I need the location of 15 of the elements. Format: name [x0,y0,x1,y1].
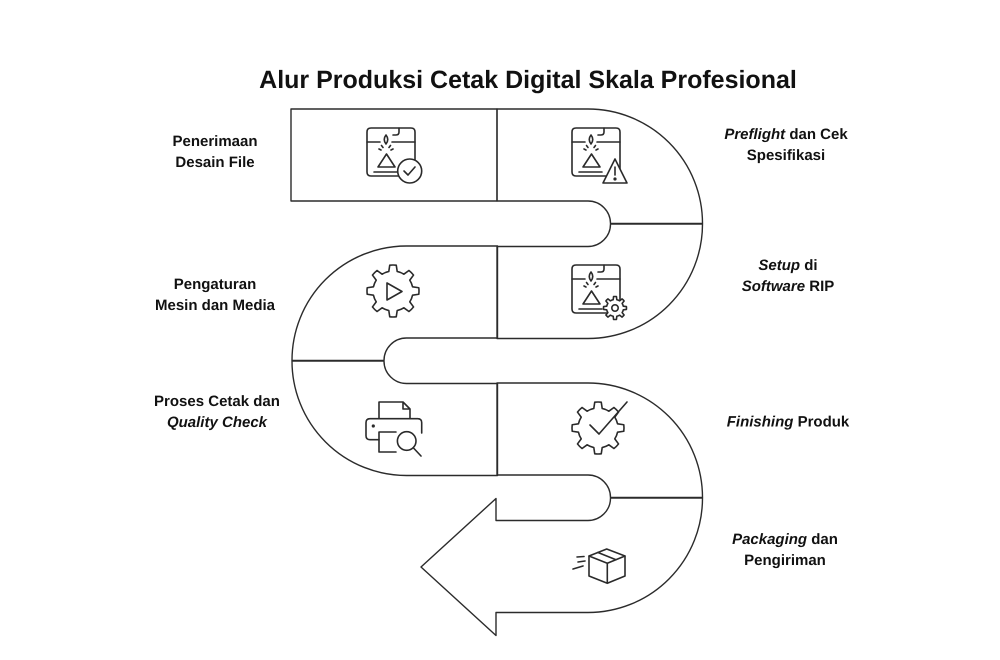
flow-segment [420,496,704,636]
step-label: Penerimaan Desain File [171,132,259,173]
step-label: Finishing Produk [726,412,850,432]
flow-segment [290,245,498,362]
flow-segment [496,382,704,498]
step-label: Proses Cetak dan Quality Check [153,392,281,433]
flow-segment [290,108,498,202]
step-label: Pengaturan Mesin dan Media [154,275,276,316]
diagram-title: Alur Produksi Cetak Digital Skala Profesional [259,65,797,95]
step-label: Setup di Software RIP [740,256,836,297]
flow-segment [290,360,498,476]
flow-segment [496,108,704,224]
step-label: Packaging dan Pengiriman [731,530,839,571]
step-label: Preflight dan Cek Spesifikasi [723,125,849,166]
flow-segment [496,222,704,339]
